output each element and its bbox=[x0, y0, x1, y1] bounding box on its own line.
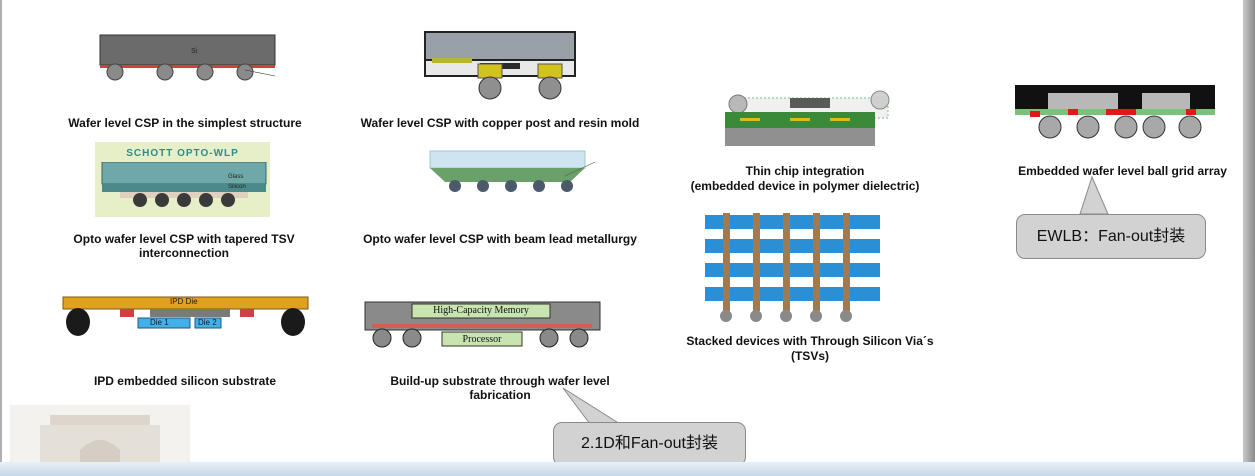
left-border bbox=[0, 0, 2, 476]
buildup-diagram bbox=[364, 301, 601, 348]
opto-tsv-diagram bbox=[101, 162, 267, 207]
caption-opto-tsv-2: interconnection bbox=[138, 246, 229, 260]
caption-ipd: IPD embedded silicon substrate bbox=[93, 374, 277, 388]
caption-buildup-1: Build-up substrate through wafer level bbox=[390, 374, 610, 388]
die1-label: Die 1 bbox=[150, 318, 169, 327]
callout-21d-pointer bbox=[562, 387, 622, 425]
caption-thin-chip-1: Thin chip integration bbox=[745, 164, 865, 178]
callout-ewlb-pointer bbox=[1079, 176, 1109, 215]
caption-wlcsp-simple: Wafer level CSP in the simplest structur… bbox=[68, 116, 302, 130]
caption-opto-tsv-1: Opto wafer level CSP with tapered TSV bbox=[73, 232, 295, 246]
caption-wlcsp-copper: Wafer level CSP with copper post and res… bbox=[360, 116, 640, 130]
thin-chip-diagram bbox=[725, 90, 890, 146]
caption-ewlb: Embedded wafer level ball grid array bbox=[1018, 164, 1227, 178]
ewlb-diagram bbox=[1015, 85, 1215, 139]
wlcsp-copper-diagram bbox=[424, 31, 576, 100]
ipd-die-label: IPD Die bbox=[170, 297, 198, 306]
caption-stacked-2: (TSVs) bbox=[790, 349, 829, 363]
si-mark: Si bbox=[191, 48, 198, 55]
stacked-tsv-diagram bbox=[705, 213, 880, 322]
caption-stacked-1: Stacked devices with Through Silicon Via… bbox=[686, 334, 934, 348]
wlcsp-simple-diagram: Si bbox=[99, 34, 276, 81]
bottom-bar bbox=[0, 462, 1255, 476]
processor-label: Processor bbox=[462, 334, 502, 345]
callout-ewlb: EWLB：Fan-out封装 bbox=[1016, 214, 1206, 259]
die2-label: Die 2 bbox=[198, 318, 217, 327]
silicon-label: Silicon bbox=[228, 184, 246, 190]
right-scroll-edge bbox=[1243, 0, 1255, 476]
hc-memory-label: High-Capacity Memory bbox=[433, 305, 529, 316]
ipd-diagram bbox=[62, 296, 309, 336]
caption-thin-chip-2: (embedded device in polymer dielectric) bbox=[690, 179, 920, 193]
callout-21d: 2.1D和Fan-out封装 bbox=[553, 422, 746, 466]
schott-label: SCHOTT OPTO-WLP bbox=[126, 148, 239, 159]
caption-buildup-2: fabrication bbox=[469, 388, 531, 402]
opto-beam-diagram bbox=[429, 150, 596, 192]
caption-opto-beam: Opto wafer level CSP with beam lead meta… bbox=[363, 232, 637, 246]
glass-label: Glass bbox=[228, 174, 244, 180]
